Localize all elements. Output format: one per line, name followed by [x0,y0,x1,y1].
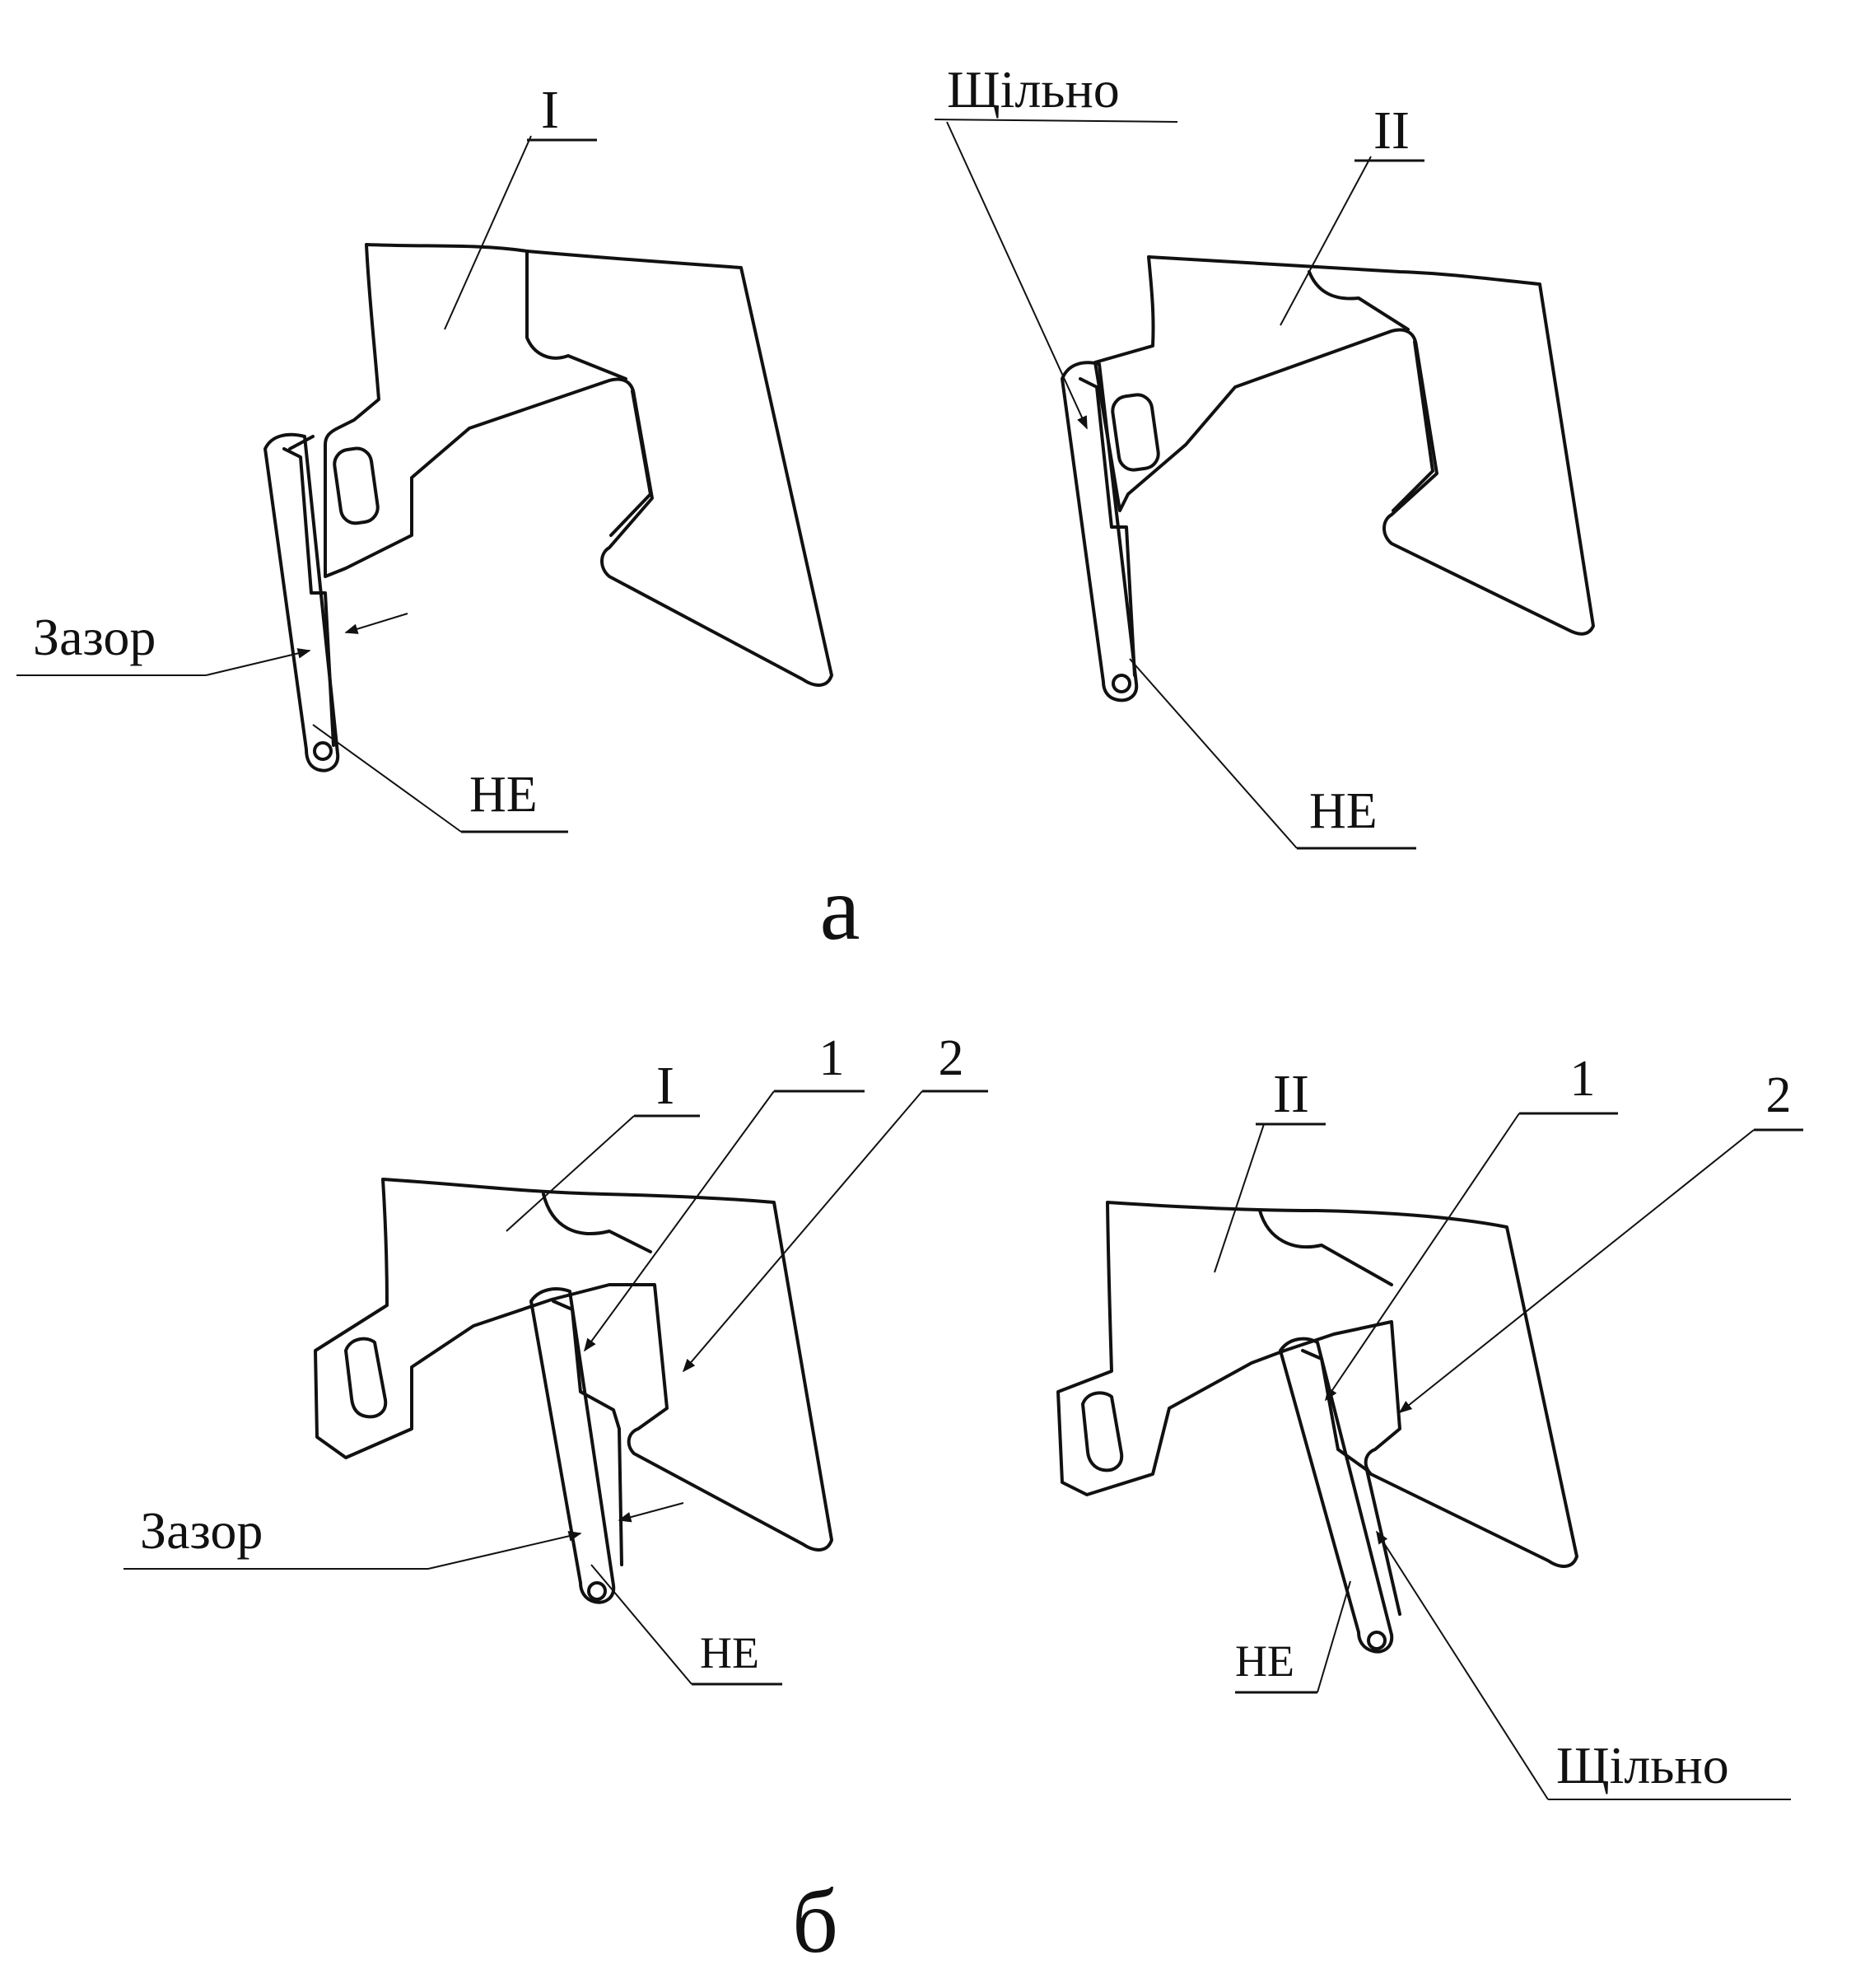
callout-2-arrow [682,1090,923,1373]
tight-arrow [946,121,1088,430]
label-callout-1: 1 [1570,1051,1596,1107]
bracket-outline [324,243,833,687]
slot [344,1337,388,1419]
bracket-inner-loop-2 [1392,340,1434,512]
pivot-pin [1367,1631,1387,1650]
bracket-outline [1093,255,1595,636]
pivot-pin [1112,674,1131,693]
panel-a-part-ii: II Щільно НЕ [934,60,1595,850]
label-he: НЕ [469,767,538,823]
gap-arrow-right [618,1502,684,1523]
panel-b-part-ii: 1 2 II НЕ Щільно [1056,1051,1803,1800]
bracket-outline [1056,1201,1578,1568]
callout-1-arrow [584,1090,775,1352]
panel-b-part-i: 1 2 Зазор I НЕ [124,1030,988,1686]
slot [1111,393,1160,472]
label-he: НЕ [1235,1636,1294,1686]
bracket-inner-loop-2 [609,390,652,537]
label-part-ii: II [1373,100,1410,161]
label-tight: Щільно [947,60,1120,119]
callout-2-arrow [1398,1129,1755,1413]
upper-hook [288,435,315,450]
lever-inner [1079,377,1136,677]
lever [263,432,340,772]
label-gap: Зазор [140,1501,263,1560]
bracket-outline [314,1178,833,1552]
lever [1279,1337,1394,1654]
leader-he [1317,1580,1351,1693]
lever [529,1287,616,1604]
pivot-pin [587,1581,607,1601]
bracket-inner-loop [1308,270,1410,331]
gap-arrow-left [427,1531,582,1570]
label-callout-2: 2 [1766,1067,1792,1123]
label-he: НЕ [700,1628,759,1678]
leader-part-i [444,135,532,330]
gap-arrow-right [344,613,408,634]
leader-he [1129,658,1298,849]
bracket-inner-loop [525,250,627,380]
lever-inner [1301,1349,1401,1616]
panel-a-part-i: I Зазор НЕ [16,80,833,833]
gap-arrow-left [205,648,311,676]
label-callout-1: 1 [819,1030,845,1086]
bracket-inner-loop [1258,1209,1393,1286]
lever-inner [552,1300,623,1566]
tight-arrow [1376,1530,1549,1800]
panel-label-a: а [820,858,860,959]
leader-part-ii [1214,1123,1265,1273]
bracket-inner-loop [542,1192,652,1253]
lever-inner [282,447,335,747]
leader-part-i [506,1115,635,1232]
leader-part-ii [1280,156,1372,326]
leader-he [590,1564,692,1685]
panel-label-b: б [792,1871,838,1972]
label-gap: Зазор [33,608,156,666]
slot [333,446,380,525]
pivot-pin [313,741,333,761]
lever [1061,361,1139,702]
label-part-ii: II [1273,1064,1309,1124]
leader-he [312,724,462,833]
label-he: НЕ [1309,783,1378,839]
label-callout-2: 2 [939,1030,964,1086]
slot [1081,1391,1124,1472]
label-part-i: I [541,80,559,140]
callout-1-arrow [1325,1113,1520,1402]
label-tight: Щільно [1556,1736,1729,1794]
tight-leader [934,119,1178,123]
label-part-i: I [656,1056,674,1116]
